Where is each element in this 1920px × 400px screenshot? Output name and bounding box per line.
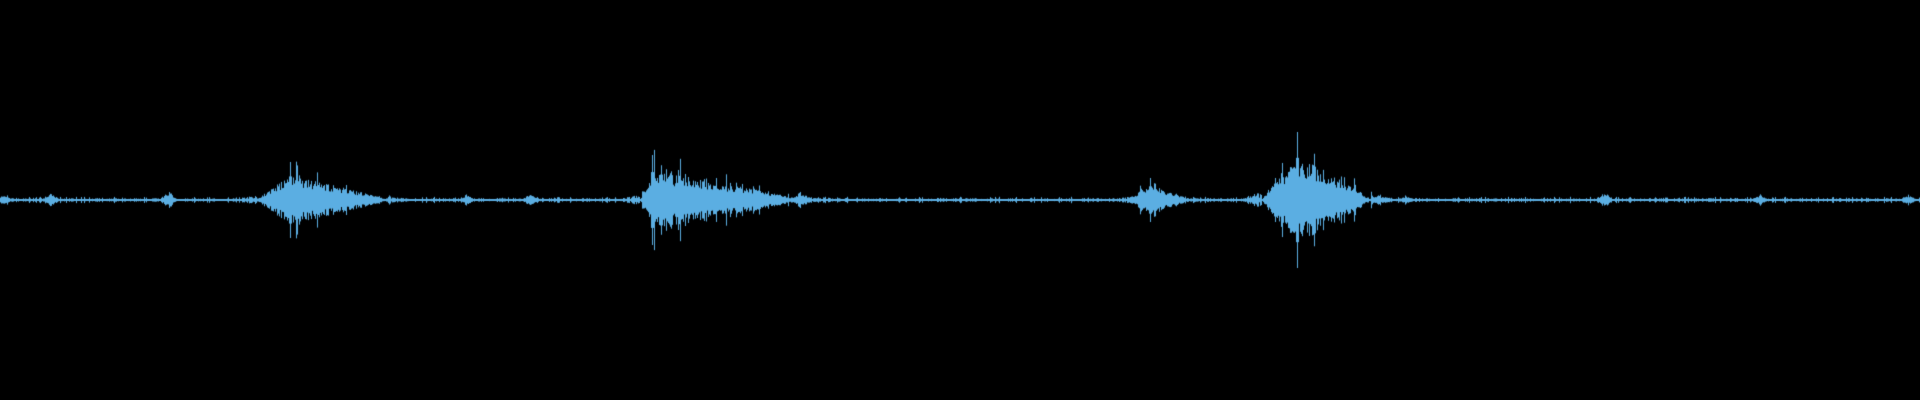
waveform-canvas[interactable] xyxy=(0,0,1920,400)
waveform-viewer[interactable] xyxy=(0,0,1920,400)
